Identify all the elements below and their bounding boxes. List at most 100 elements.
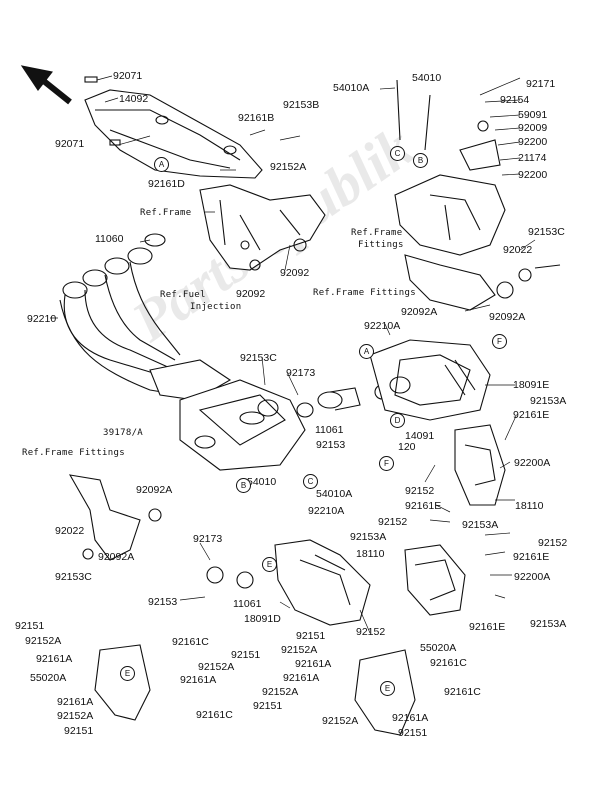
part-label: 18110 — [515, 500, 544, 512]
callout-circle: B — [413, 153, 428, 168]
part-label: 92161E — [513, 551, 550, 563]
side-cover-right-upper — [454, 424, 506, 506]
part-label: 92200A — [514, 457, 551, 469]
reference-note: Ref.Frame — [140, 208, 192, 218]
part-label: 92153 — [316, 439, 346, 451]
part-label: 92153C — [240, 352, 277, 364]
part-label: 14091 — [405, 430, 435, 442]
part-label: 92152A — [57, 710, 94, 722]
part-label: 92161C — [196, 709, 233, 721]
reference-note: Injection — [190, 302, 242, 312]
part-label: 92151 — [15, 620, 45, 632]
part-label: 92152A — [198, 661, 235, 673]
part-label: 92200 — [518, 169, 548, 181]
part-label: 92152A — [322, 715, 359, 727]
reference-note: Fittings — [358, 240, 404, 250]
frame-bracket — [199, 184, 326, 271]
part-label: 120 — [398, 441, 416, 453]
leader-lines — [50, 75, 536, 634]
part-label: 92161A — [36, 653, 73, 665]
part-label: 92210A — [308, 505, 345, 517]
callout-circle: E — [380, 681, 395, 696]
reference-note: Ref.Frame Fittings — [22, 448, 125, 458]
callout-circle: F — [379, 456, 394, 471]
part-label: 92151 — [398, 727, 428, 739]
part-label: 59091 — [518, 109, 548, 121]
part-label: 92161E — [513, 409, 550, 421]
part-label: 18110 — [356, 548, 385, 560]
callout-circle: A — [154, 157, 169, 172]
reference-note: 39178/A — [103, 428, 144, 438]
part-label: 92151 — [253, 700, 283, 712]
part-label: 92161A — [295, 658, 332, 670]
part-label: 92152 — [538, 537, 568, 549]
part-label: 54010 — [412, 72, 442, 84]
side-cover-right-lower — [404, 544, 466, 616]
reference-note: Ref.Frame Fittings — [313, 288, 416, 298]
part-label: 92210 — [27, 313, 57, 325]
muffler-bracket-top — [394, 79, 506, 256]
part-label: 92022 — [503, 244, 533, 256]
exhaust-headers — [59, 233, 232, 401]
part-label: 18091E — [513, 379, 550, 391]
upper-heat-shield — [84, 76, 263, 179]
part-label: 92092 — [236, 288, 266, 300]
part-label: 92152 — [356, 626, 386, 638]
part-label: 92152A — [270, 161, 307, 173]
part-label: 92092A — [489, 311, 526, 323]
part-label: 18091D — [244, 613, 281, 625]
part-label: 92153A — [530, 618, 567, 630]
part-label: 92161C — [444, 686, 481, 698]
part-label: 92022 — [55, 525, 85, 537]
callout-circle: F — [492, 334, 507, 349]
part-label: 92152A — [25, 635, 62, 647]
callout-circle: C — [303, 474, 318, 489]
part-label: 92009 — [518, 122, 548, 134]
part-label: 54010A — [316, 488, 353, 500]
part-label: 92173 — [286, 367, 316, 379]
part-label: 92210A — [364, 320, 401, 332]
part-label: 92154 — [500, 94, 530, 106]
reference-note: Ref.Fuel — [160, 290, 206, 300]
part-label: 92153C — [528, 226, 565, 238]
frame-fittings-bracket — [404, 254, 561, 311]
part-label: 92152A — [281, 644, 318, 656]
part-label: 92071 — [55, 138, 85, 150]
part-label: 11060 — [95, 233, 124, 245]
part-label: 92153A — [530, 395, 567, 407]
part-label: 92152A — [262, 686, 299, 698]
part-label: 14092 — [119, 93, 149, 105]
part-label: 92161A — [283, 672, 320, 684]
part-label: 92153C — [55, 571, 92, 583]
part-label: 92161C — [430, 657, 467, 669]
part-label: 92151 — [231, 649, 261, 661]
left-bracket — [68, 474, 162, 561]
part-label: 11061 — [233, 598, 262, 610]
part-label: 54010 — [247, 476, 277, 488]
part-label: 92092 — [280, 267, 310, 279]
part-label: 92092A — [136, 484, 173, 496]
callout-circle: A — [359, 344, 374, 359]
part-label: 92173 — [193, 533, 223, 545]
part-label: 92161D — [148, 178, 185, 190]
part-label: 92161B — [238, 112, 275, 124]
part-label: 92161C — [172, 636, 209, 648]
part-label: 92153A — [462, 519, 499, 531]
part-label: 92161A — [180, 674, 217, 686]
part-label: 54010A — [333, 82, 370, 94]
callout-circle: C — [390, 146, 405, 161]
clamp-parts — [257, 384, 390, 418]
part-label: 92161A — [392, 712, 429, 724]
part-label: 92200 — [518, 136, 548, 148]
front-arrow-icon — [20, 65, 72, 105]
part-label: 92161E — [469, 621, 506, 633]
part-label: 92153B — [283, 99, 320, 111]
callout-circle: E — [262, 557, 277, 572]
lower-muffler — [206, 539, 371, 626]
part-label: 55020A — [420, 642, 457, 654]
part-label: 92153A — [350, 531, 387, 543]
callout-circle: E — [120, 666, 135, 681]
part-label: 55020A — [30, 672, 67, 684]
